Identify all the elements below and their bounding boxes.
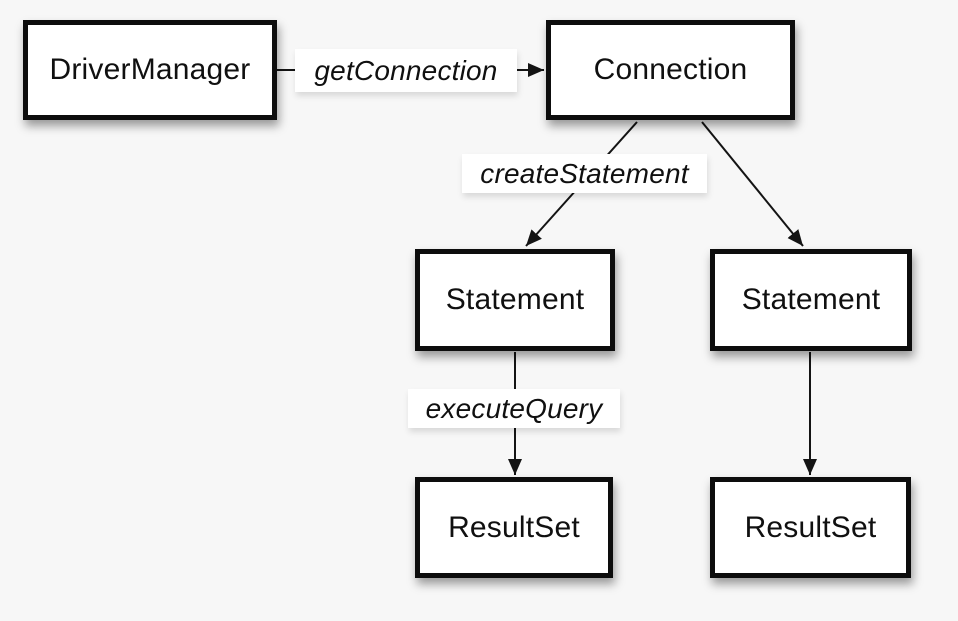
node-resultset-right-label: ResultSet	[744, 510, 877, 544]
edge-label-execute-query: executeQuery	[408, 389, 620, 428]
node-statement-right-label: Statement	[741, 283, 881, 316]
node-driver-manager: DriverManager	[23, 20, 277, 120]
node-connection-label: Connection	[593, 53, 748, 86]
edge-label-create-statement: createStatement	[462, 154, 707, 193]
edge-label-get-connection: getConnection	[295, 49, 517, 92]
node-resultset-right: ResultSet	[710, 477, 911, 578]
node-driver-manager-label: DriverManager	[49, 53, 251, 86]
node-statement-left-label: Statement	[445, 283, 585, 316]
edge-connection-to-statement-right-arrow	[701, 121, 804, 247]
node-statement-right: Statement	[710, 249, 912, 351]
node-resultset-left-label: ResultSet	[448, 510, 580, 544]
node-statement-left: Statement	[415, 249, 615, 351]
node-resultset-left: ResultSet	[415, 477, 613, 578]
node-connection: Connection	[546, 20, 795, 120]
